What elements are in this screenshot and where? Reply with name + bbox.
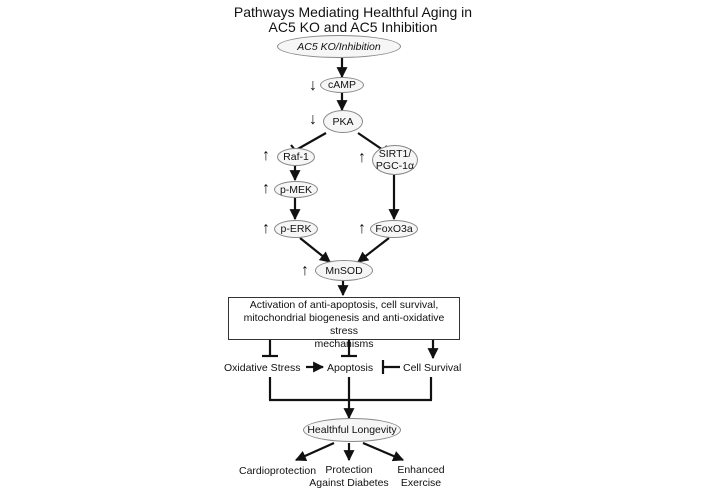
- node-perk: p-ERK: [274, 220, 318, 238]
- down-arrow-icon: ↓: [309, 111, 317, 128]
- label-cell-survival: Cell Survival: [403, 362, 462, 374]
- node-foxo3a: FoxO3a: [370, 220, 418, 238]
- activation-line-3: mechanisms: [314, 338, 374, 350]
- node-raf1: Raf-1: [277, 148, 315, 166]
- diabetes-line-1: Protection: [325, 464, 373, 476]
- node-sirt1-label: SIRT1/: [378, 148, 412, 160]
- diagram-title-line1: Pathways Mediating Healthful Aging in: [233, 4, 473, 20]
- label-oxidative-stress: Oxidative Stress: [224, 362, 301, 374]
- node-mnsod: MnSOD: [315, 260, 373, 281]
- activation-mechanisms-box: Activation of anti-apoptosis, cell survi…: [228, 297, 460, 350]
- arrow-longevity-cardio: [294, 441, 335, 462]
- up-arrow-icon: ↑: [262, 220, 270, 237]
- label-cardioprotection: Cardioprotection: [239, 465, 317, 477]
- label-enhanced-exercise: Enhanced Exercise: [390, 464, 452, 490]
- inhibit-pka-sirt1: [357, 132, 384, 151]
- node-pgc1a-label: PGC-1α: [375, 160, 415, 172]
- diabetes-line-2: Against Diabetes: [309, 477, 389, 489]
- node-pka: PKA: [323, 110, 363, 133]
- node-sirt1-pgc1a: SIRT1/ PGC-1α: [372, 145, 418, 175]
- label-protection-against-diabetes: Protection Against Diabetes: [309, 464, 389, 490]
- up-arrow-icon: ↑: [358, 149, 366, 166]
- diagram-title-line2: AC5 KO and AC5 Inhibition: [268, 19, 438, 35]
- up-arrow-icon: ↑: [358, 220, 366, 237]
- label-apoptosis: Apoptosis: [327, 362, 374, 374]
- up-arrow-icon: ↑: [301, 262, 309, 279]
- activation-line-2: mitochondrial biogenesis and anti-oxidat…: [243, 312, 445, 337]
- up-arrow-icon: ↑: [262, 147, 270, 164]
- node-pmek: p-MEK: [274, 181, 318, 198]
- exercise-line-1: Enhanced: [397, 464, 445, 476]
- up-arrow-icon: ↑: [262, 180, 270, 197]
- arrow-longevity-exercise: [362, 441, 405, 462]
- node-camp: cAMP: [320, 77, 364, 93]
- exercise-line-2: Exercise: [400, 477, 442, 489]
- node-ac5-ko-inhibition: AC5 KO/Inhibition: [277, 35, 401, 58]
- activation-line-1: Activation of anti-apoptosis, cell survi…: [249, 299, 439, 311]
- inhibit-pka-raf1: [295, 132, 327, 151]
- arrow-foxo3a-mnsod: [357, 237, 390, 263]
- node-healthful-longevity: Healthful Longevity: [303, 418, 401, 442]
- down-arrow-icon: ↓: [309, 77, 317, 94]
- arrow-perk-mnsod: [299, 237, 331, 263]
